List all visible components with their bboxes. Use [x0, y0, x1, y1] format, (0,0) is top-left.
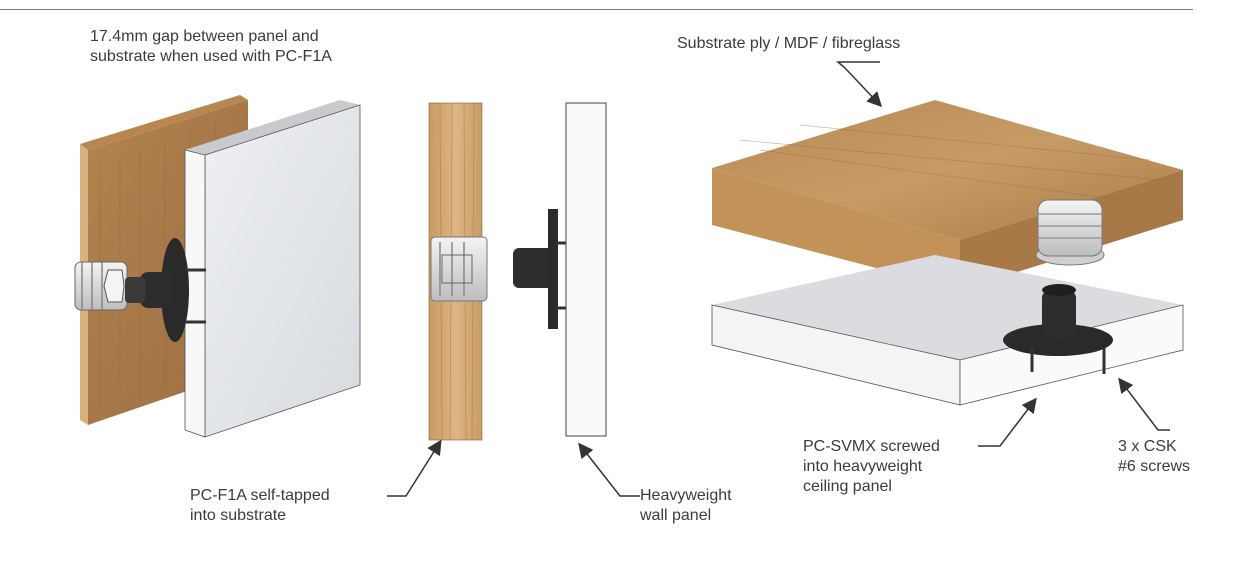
ceiling-panel-right — [711, 255, 1184, 406]
arrow-icon — [387, 61, 1170, 497]
header-rule — [0, 9, 1193, 10]
mount-disc-icon — [125, 238, 189, 342]
threaded-insert-icon — [74, 261, 128, 311]
mount-disc-icon — [513, 209, 558, 329]
screw-icon — [185, 268, 206, 324]
wall-panel-label: Heavyweight wall panel — [640, 487, 732, 524]
gap-note-label: 17.4mm gap between panel and substrate w… — [90, 28, 332, 65]
screw-icon — [1030, 348, 1106, 374]
right-assembly — [711, 100, 1184, 406]
middle-section — [428, 102, 607, 441]
pcsvmx-label: PC-SVMX screwed into heavyweight ceiling… — [803, 438, 940, 495]
substrate-label: Substrate ply / MDF / fibreglass — [677, 35, 901, 52]
pcf1a-label: PC-F1A self-tapped into substrate — [190, 487, 330, 524]
wall-panel-left — [184, 100, 361, 438]
threaded-insert-icon — [430, 236, 488, 302]
wall-panel-section — [565, 102, 607, 437]
screws-label: 3 x CSK #6 screws — [1118, 438, 1191, 475]
left-assembly — [74, 95, 361, 438]
threaded-insert-icon — [1035, 199, 1105, 266]
